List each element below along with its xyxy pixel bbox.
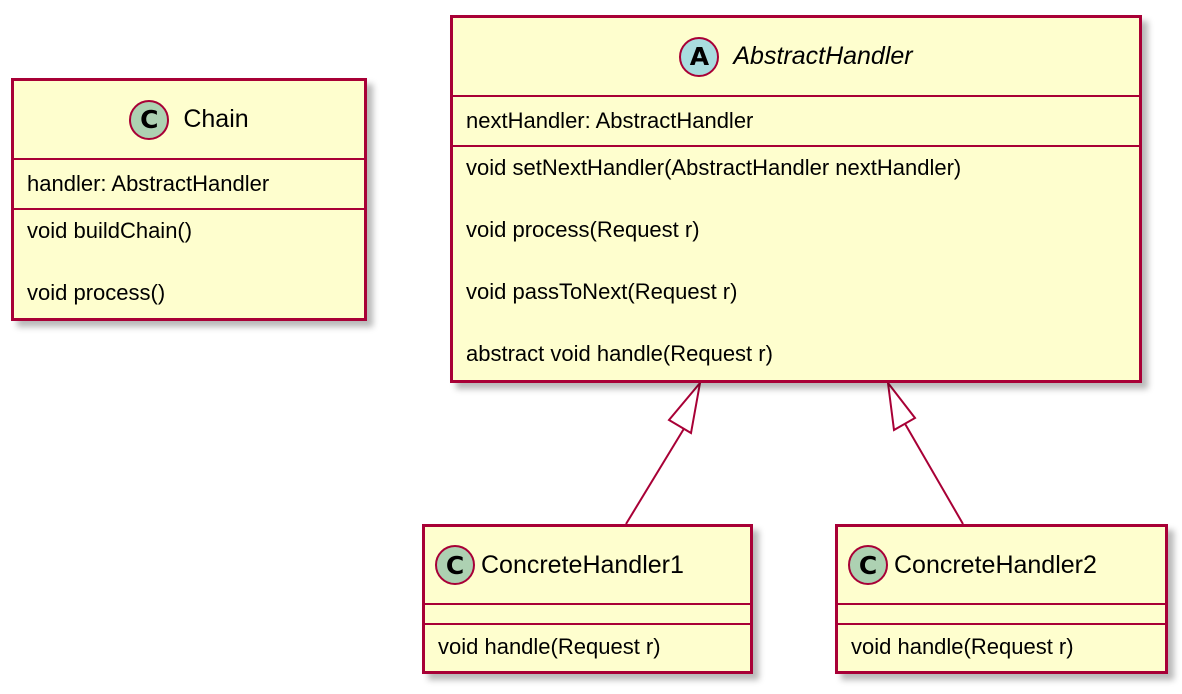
attributes-section bbox=[838, 605, 1165, 625]
method: void setNextHandler(AbstractHandler next… bbox=[466, 155, 962, 180]
class-stereotype-icon: C bbox=[848, 545, 888, 585]
class-header: A AbstractHandler bbox=[453, 18, 1139, 97]
class-header: C Chain bbox=[14, 81, 364, 160]
attribute: handler: AbstractHandler bbox=[27, 171, 270, 196]
generalization-line bbox=[625, 421, 689, 525]
class-header: C ConcreteHandler2 bbox=[838, 527, 1165, 605]
methods-section: void setNextHandler(AbstractHandler next… bbox=[453, 147, 1139, 401]
class-concrete-handler-1[interactable]: C ConcreteHandler1 void handle(Request r… bbox=[422, 524, 753, 674]
method: void buildChain() bbox=[27, 218, 193, 243]
class-name: ConcreteHandler2 bbox=[894, 550, 1097, 579]
class-stereotype-icon: C bbox=[129, 99, 170, 140]
attribute: nextHandler: AbstractHandler bbox=[466, 108, 754, 133]
class-header: C ConcreteHandler1 bbox=[425, 527, 750, 605]
generalization-edge-concrete-handler-2 bbox=[886, 379, 964, 525]
abstract-class-stereotype-icon: A bbox=[679, 36, 720, 77]
attributes-section: handler: AbstractHandler bbox=[14, 160, 364, 210]
class-abstract-handler[interactable]: A AbstractHandler nextHandler: AbstractH… bbox=[450, 15, 1142, 383]
generalization-edge-concrete-handler-1 bbox=[625, 379, 702, 525]
methods-section: void buildChain() void process() bbox=[14, 210, 364, 340]
class-name: ConcreteHandler1 bbox=[481, 550, 684, 579]
method: void process() bbox=[27, 280, 166, 305]
generalization-line bbox=[903, 421, 964, 525]
method: void handle(Request r) bbox=[438, 634, 661, 659]
class-name: Chain bbox=[183, 105, 249, 133]
class-name: AbstractHandler bbox=[733, 42, 913, 70]
methods-section: void handle(Request r) bbox=[838, 625, 1165, 694]
method: void handle(Request r) bbox=[851, 634, 1074, 659]
method: void process(Request r) bbox=[466, 217, 700, 242]
class-chain[interactable]: C Chain handler: AbstractHandler void bu… bbox=[11, 78, 367, 321]
attributes-section bbox=[425, 605, 750, 625]
class-concrete-handler-2[interactable]: C ConcreteHandler2 void handle(Request r… bbox=[835, 524, 1168, 674]
methods-section: void handle(Request r) bbox=[425, 625, 750, 694]
attributes-section: nextHandler: AbstractHandler bbox=[453, 97, 1139, 147]
method: abstract void handle(Request r) bbox=[466, 341, 773, 366]
class-stereotype-icon: C bbox=[435, 545, 475, 585]
method: void passToNext(Request r) bbox=[466, 279, 738, 304]
